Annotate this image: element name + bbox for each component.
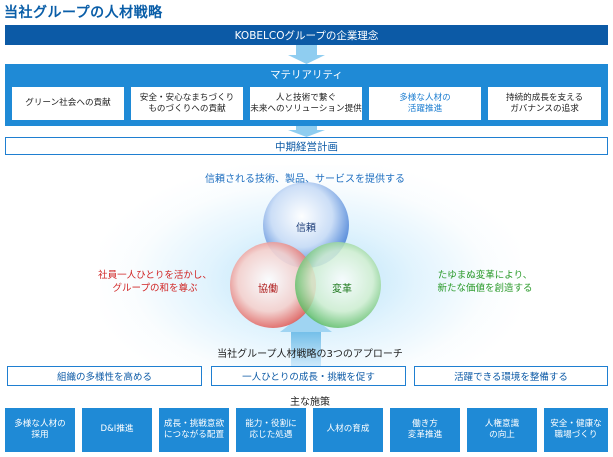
transformation-label: 変革 xyxy=(332,284,352,295)
materiality-item-diverse-talent: 多様な人材の 活躍推進 xyxy=(369,87,481,120)
center-heading: 信頼される技術、製品、サービスを提供する xyxy=(205,174,405,185)
materiality-item-safe-town: 安全・安心なまちづくり ものづくりへの貢献 xyxy=(131,87,243,120)
left-statement: 社員一人ひとりを活かし、 グループの和を尊ぶ xyxy=(98,270,212,294)
arrow-up-to-circles xyxy=(280,312,332,366)
approach-title: 当社グループ人材戦略の3つのアプローチ xyxy=(217,349,403,360)
approach-growth: 一人ひとりの成長・挑戦を促す xyxy=(211,366,406,386)
corporate-philosophy-bar: KOBELCOグループの企業理念 xyxy=(5,25,608,45)
collaboration-label: 協働 xyxy=(258,284,278,295)
measures-title: 主な施策 xyxy=(290,397,330,408)
page-title: 当社グループの人材戦略 xyxy=(4,5,163,21)
measure-dei: D&I推進 xyxy=(82,408,152,452)
measure-diverse-hiring: 多様な人材の 採用 xyxy=(5,408,75,452)
collaboration-circle xyxy=(230,242,316,328)
materiality-title: マテリアリティ xyxy=(270,69,343,81)
materiality-item-future-solutions: 人と技術で繋ぐ 未来へのソリューション提供 xyxy=(250,87,362,120)
mid-term-plan-bar: 中期経営計画 xyxy=(5,137,608,155)
materiality-item-green-society: グリーン社会への貢献 xyxy=(12,87,124,120)
arrow-materiality-to-plan xyxy=(288,126,325,137)
measure-human-rights: 人権意識 の向上 xyxy=(467,408,537,452)
measure-development: 人材の育成 xyxy=(313,408,383,452)
measure-placement: 成長・挑戦意欲 につながる配置 xyxy=(159,408,229,452)
transformation-circle xyxy=(295,242,381,328)
materiality-panel: マテリアリティ グリーン社会への貢献 安全・安心なまちづくり ものづくりへの貢献… xyxy=(5,64,608,126)
arrow-philosophy-to-materiality xyxy=(288,45,325,64)
materiality-item-governance: 持続的成長を支える ガバナンスの追求 xyxy=(488,87,601,120)
measure-work-style: 働き方 変革推進 xyxy=(390,408,460,452)
measure-safe-workplace: 安全・健康な 職場づくり xyxy=(544,408,608,452)
approach-diversity: 組織の多様性を高める xyxy=(7,366,202,386)
right-statement: たゆまぬ変革により、 新たな価値を創造する xyxy=(437,270,533,294)
trust-label: 信頼 xyxy=(296,223,316,234)
approach-environment: 活躍できる環境を整備する xyxy=(414,366,608,386)
measure-compensation: 能力・役割に 応じた処遇 xyxy=(236,408,306,452)
